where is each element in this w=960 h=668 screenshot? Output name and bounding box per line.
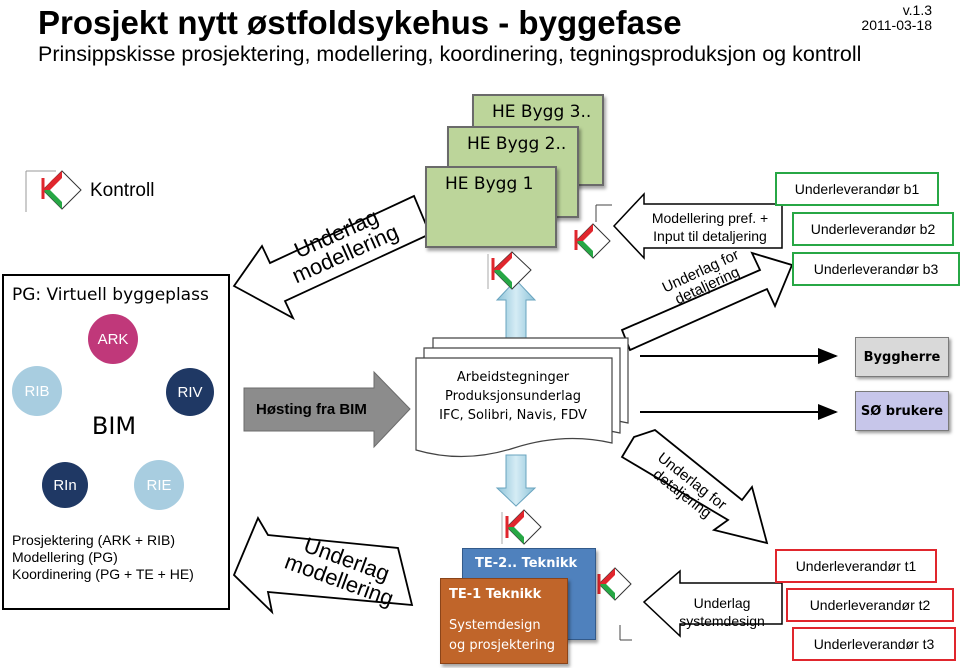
he-bygg-2-label: HE Bygg 2.. (467, 134, 567, 154)
te-2-label: TE-2.. Teknikk (475, 556, 578, 571)
so-brukere-box: SØ brukere (855, 391, 949, 431)
arrow-modellering-pref (612, 192, 783, 260)
document-line-3: IFC, Solibri, Navis, FDV (439, 408, 587, 423)
page-title: Prosjekt nytt østfoldsykehus - byggefase (38, 4, 682, 41)
subcontractor-t1: Underleverandør t1 (775, 549, 937, 583)
subcontractor-b3: Underleverandør b3 (792, 252, 960, 286)
label-modellering-pref: Modellering pref. + Input til detaljerin… (642, 209, 778, 245)
document-stack (415, 337, 629, 458)
te-1-body-line-1: Systemdesign (449, 618, 541, 633)
subcontractor-t2: Underleverandør t2 (786, 588, 954, 622)
discipline-riv: RIV (166, 368, 214, 416)
arrow-hosting-fra-bim (243, 370, 411, 449)
arrow-up-to-he (495, 279, 537, 339)
label-modellering-pref-line-2: Input til detaljering (653, 228, 767, 244)
label-hosting-fra-bim: Høsting fra BIM (256, 401, 367, 418)
arrow-underlag-modellering-bottom (232, 515, 414, 615)
subcontractor-b1: Underleverandør b1 (775, 172, 939, 206)
arrow-underlag-systemdesign (642, 569, 783, 638)
pg-title: PG: Virtuell byggeplass (12, 285, 209, 305)
arrow-underlag-detaljering-top (620, 251, 794, 352)
he-bygg-3-label: HE Bygg 3.. (492, 102, 592, 122)
document-text: Arbeidstegninger Produksjonsunderlag IFC… (418, 368, 608, 425)
discipline-rib: RIB (12, 366, 62, 416)
kontroll-icon (25, 170, 82, 212)
discipline-ark: ARK (88, 314, 138, 364)
te-1-box: TE-1 Teknikk Systemdesign og prosjekteri… (440, 578, 568, 664)
byggherre-box: Byggherre (855, 337, 949, 377)
label-underlag-systemdesign: Underlag systemdesign (674, 594, 770, 630)
version-label: v.1.3 (902, 2, 932, 18)
kontroll-icon-he (487, 251, 532, 290)
pg-description: Prosjektering (ARK + RIB) Modellering (P… (12, 532, 194, 582)
label-underlag-systemdesign-line-1: Underlag (693, 595, 751, 611)
arrow-underlag-detaljering-bottom (620, 428, 769, 545)
arrow-down-to-te (495, 454, 537, 507)
kontroll-icon-te (501, 509, 542, 545)
he-bygg-1-label: HE Bygg 1 (445, 174, 534, 194)
subcontractor-t3: Underleverandør t3 (792, 627, 956, 661)
page-subtitle: Prinsippskisse prosjektering, modellerin… (38, 42, 862, 66)
discipline-rin: RIn (42, 462, 88, 508)
arrow-underlag-modellering-top (232, 194, 432, 321)
he-bygg-1-box: HE Bygg 1 (425, 166, 557, 248)
kontroll-label: Kontroll (90, 180, 155, 201)
bim-label: BIM (91, 412, 137, 440)
discipline-rie: RIE (134, 460, 184, 510)
kontroll-icon-pref (574, 204, 612, 259)
kontroll-icon-systemdesign (597, 567, 632, 641)
te-1-body-line-2: og prosjektering (449, 638, 556, 653)
te-1-label: TE-1 Teknikk (449, 587, 542, 602)
document-line-2: Produksjonsunderlag (445, 389, 581, 404)
label-underlag-systemdesign-line-2: systemdesign (679, 613, 765, 629)
date-label: 2011-03-18 (861, 17, 932, 33)
document-line-1: Arbeidstegninger (456, 370, 570, 385)
label-modellering-pref-line-1: Modellering pref. + (651, 210, 769, 226)
subcontractor-b2: Underleverandør b2 (792, 212, 954, 246)
